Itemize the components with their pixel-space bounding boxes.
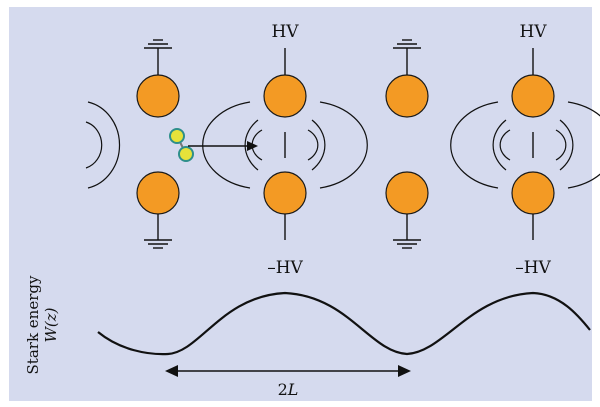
period-label: 2L	[278, 380, 299, 399]
molecule-atom	[169, 128, 185, 144]
neg-hv-label: –HV	[515, 258, 551, 278]
electrode-rod	[385, 74, 429, 118]
molecule-atom	[178, 146, 194, 162]
neg-hv-label: –HV	[267, 258, 303, 278]
stark-energy-curve	[97, 291, 591, 356]
electrode-rod	[263, 171, 307, 215]
field-lines-hv-2	[450, 101, 600, 189]
field-lines-edge	[85, 101, 121, 189]
electrode-rod	[385, 171, 429, 215]
electrode-rod	[263, 74, 307, 118]
y-axis-label: Stark energy W(z)	[24, 275, 60, 374]
hv-label: HV	[519, 22, 547, 42]
electrode-rod	[511, 74, 555, 118]
electrode-rod	[136, 74, 180, 118]
hv-label: HV	[271, 22, 299, 42]
field-lines-hv-1	[202, 101, 368, 189]
y-axis-label-line2: W(z)	[42, 307, 60, 342]
period-arrow	[165, 365, 411, 377]
electrode-pair-grounded-2	[393, 39, 421, 249]
electrode-pair-grounded-1	[144, 39, 172, 249]
velocity-arrow	[188, 141, 258, 151]
molecule	[169, 128, 194, 162]
electrode-rod	[511, 171, 555, 215]
y-axis-label-line1: Stark energy	[24, 275, 42, 374]
electrode-rod	[136, 171, 180, 215]
